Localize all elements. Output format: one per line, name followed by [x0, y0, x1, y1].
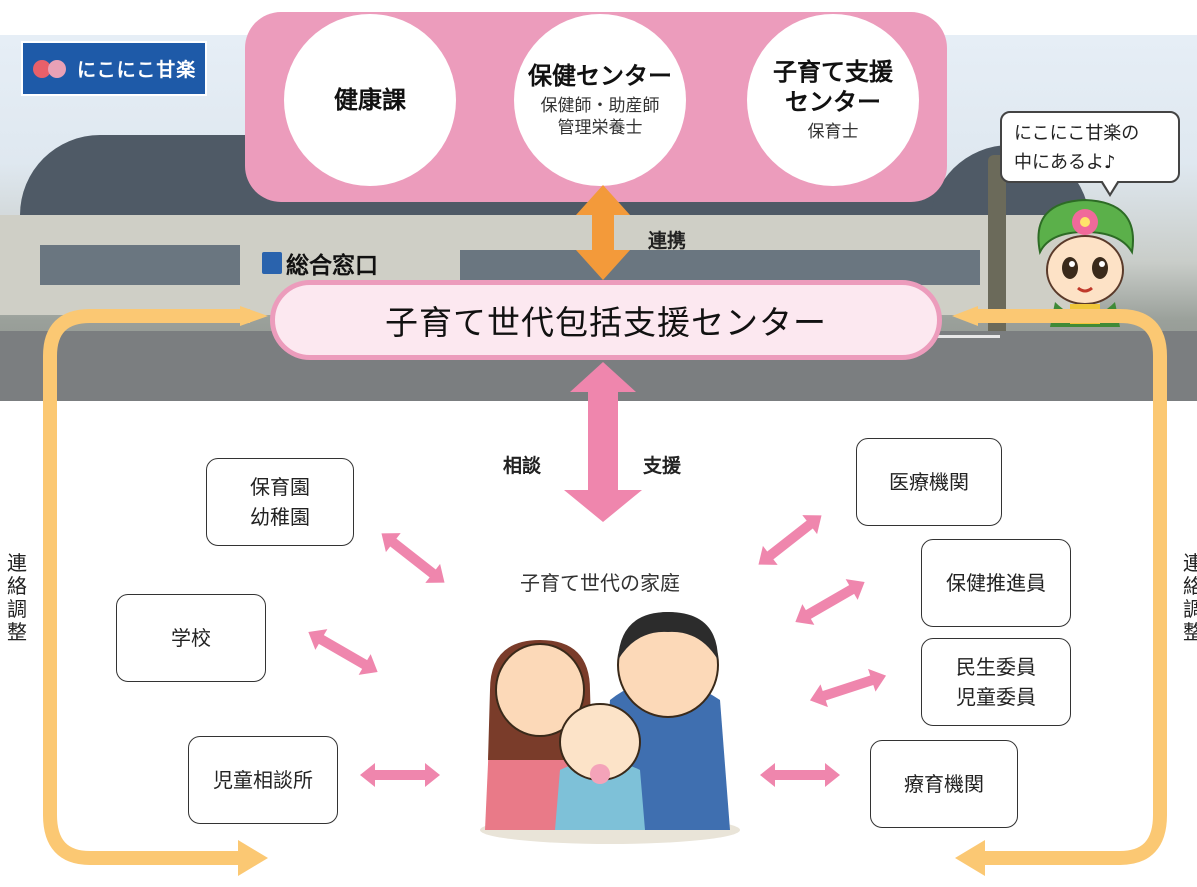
coordination-loop-left [43, 309, 250, 865]
general-window-label: 総合窓口 [262, 246, 378, 280]
nikoniko-kanra-logo: にこにこ甘楽 [21, 41, 207, 96]
logo-text: にこにこ甘楽 [77, 59, 197, 81]
window [40, 245, 240, 285]
link-label: 連携 [648, 230, 687, 252]
loop-arrowhead [955, 840, 985, 876]
box-therapy-institution: 療育機関 [870, 740, 1018, 828]
box-medical-institution: 医療機関 [856, 438, 1002, 526]
box-child-consultation: 児童相談所 [188, 736, 338, 824]
window [460, 250, 980, 285]
circle-title: 健康課 [334, 86, 406, 114]
heart-icon [48, 59, 66, 78]
box-school: 学校 [116, 594, 266, 682]
loop-arrowhead [952, 306, 978, 326]
circle-subtitle: 保育士 [807, 122, 859, 142]
family-illustration [480, 612, 740, 844]
circle-childcare-support-center: 子育て支援 センター 保育士 [747, 14, 919, 186]
hearts-icon [33, 57, 69, 81]
box-welfare-commissioner: 民生委員 児童委員 [921, 638, 1071, 726]
circle-health-division: 健康課 [284, 14, 456, 186]
loop-arrowhead [240, 306, 268, 326]
box-nursery-kindergarten: 保育園 幼稚園 [206, 458, 354, 546]
bubble-tail [1102, 180, 1118, 193]
general-window-text: 総合窓口 [286, 253, 378, 279]
logo-mini-icon [262, 252, 282, 274]
circle-subtitle: 保健師・助産師 管理栄養士 [540, 96, 660, 138]
double-arrow-welfare [809, 668, 887, 708]
speech-bubble: にこにこ甘楽の 中にあるよ♪ [1000, 111, 1180, 183]
consult-support-arrow [564, 362, 642, 522]
circle-title: 保健センター [528, 62, 672, 90]
support-label: 支援 [643, 455, 682, 477]
double-arrow-medical [758, 515, 822, 565]
circle-title: 子育て支援 センター [773, 58, 893, 116]
double-arrow-health-promoter [795, 579, 865, 625]
coordination-label-left: 連 絡 調 整 [7, 551, 27, 644]
loop-arrowhead [238, 840, 268, 876]
family-label: 子育て世代の家庭 [520, 571, 680, 595]
circle-health-center: 保健センター 保健師・助産師 管理栄養士 [514, 14, 686, 186]
consult-label: 相談 [503, 455, 542, 477]
box-health-promoter: 保健推進員 [921, 539, 1071, 627]
double-arrow-therapy [760, 763, 840, 787]
link-arrow [576, 185, 630, 280]
heart-icon [33, 59, 51, 78]
double-arrow-school [308, 629, 378, 675]
double-arrow-child-consult [360, 763, 440, 787]
support-center-box: 子育て世代包括支援センター [270, 280, 942, 360]
double-arrow-nursery [381, 533, 445, 583]
coordination-loop-right [970, 309, 1167, 865]
coordination-label-right: 連 絡 調 整 [1183, 552, 1197, 644]
